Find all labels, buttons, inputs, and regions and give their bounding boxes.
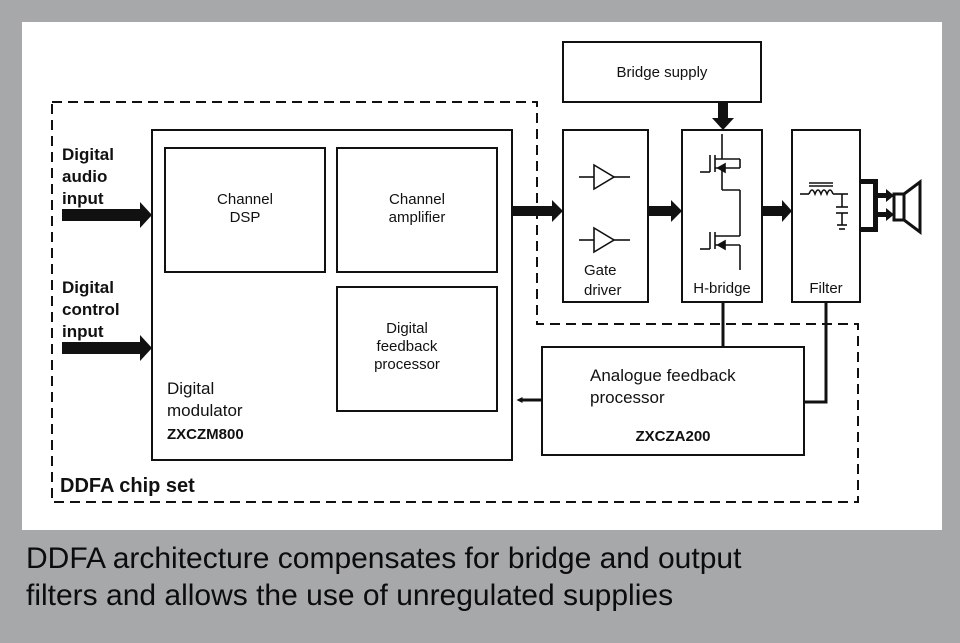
mosfet-icon [700,134,741,270]
diagram-panel: Digital audio input Digital control inpu… [22,22,942,530]
filter-to-speaker-arrows [873,189,894,221]
channel-amplifier-label: Channel amplifier [388,191,446,226]
analogue-part-number: ZXCZA200 [635,428,711,445]
bridge-supply-label: Bridge supply [616,64,708,81]
digital-modulator-label: Digital modulator [167,379,243,420]
channel-dsp-box [164,147,326,273]
analogue-feedback-label: Analogue feedback processor [590,366,736,407]
audio-input-label: Digital audio input [62,145,114,208]
figure-caption: DDFA architecture compensates for bridge… [26,542,742,612]
supply-arrow [712,102,734,130]
digital-feedback-box [336,286,498,412]
modulator-to-gate-arrow [512,200,563,222]
speaker-icon [892,179,922,235]
channel-dsp-label: Channel DSP [217,191,273,226]
control-input-label: Digital control input [62,278,120,341]
filter-box [791,129,861,303]
chip-set-label: DDFA chip set [60,475,195,497]
feedback-lines [516,302,828,404]
modulator-part-number: ZXCZM800 [167,426,244,443]
gate-to-bridge-arrow [648,200,682,222]
buffer-icon [579,163,630,254]
filter-to-speaker-connector [860,179,878,232]
h-bridge-label: H-bridge [693,280,751,297]
filter-label: Filter [809,280,843,297]
control-input-arrow [62,335,152,361]
gate-driver-label: Gate driver [584,262,622,299]
bridge-supply-box [562,41,762,103]
lc-filter-icon [800,182,848,230]
audio-input-arrow [62,202,152,228]
block-diagram [51,41,922,503]
channel-amplifier-box [336,147,498,273]
digital-feedback-label: Digital feedback processor [374,320,440,373]
chip-set-boundary [51,101,859,503]
bridge-to-filter-arrow [762,200,792,222]
digital-modulator-box [151,129,513,461]
